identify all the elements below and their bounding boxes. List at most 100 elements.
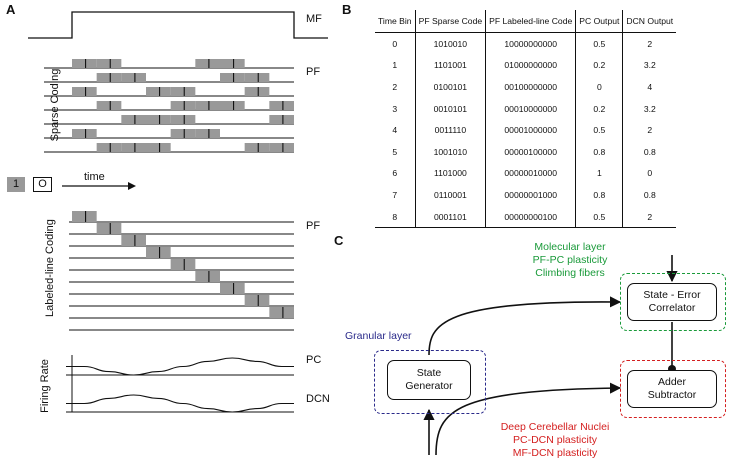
- table-cell: 0.5: [575, 205, 623, 229]
- sparse-active-bin: [72, 129, 97, 138]
- table-cell: 00000100000: [485, 140, 576, 163]
- sparse-active-bin: [170, 87, 196, 96]
- table-cell: 1: [392, 60, 398, 71]
- labeled-active-bin: [121, 235, 146, 246]
- generator-line-2: Generator: [405, 380, 453, 392]
- legend-one: 1: [7, 177, 25, 192]
- panel-c-letter: C: [334, 233, 344, 248]
- adder-subtractor-box: Adder Subtractor: [627, 370, 717, 408]
- sparse-pf-label: PF: [306, 66, 321, 78]
- table-cell: 2: [622, 205, 677, 229]
- legend-zero: O: [33, 177, 52, 192]
- table-cell: 0: [622, 162, 677, 185]
- table-cell: 01000000000: [485, 54, 576, 77]
- labeled-active-bin: [195, 271, 220, 282]
- sparse-active-bin: [96, 143, 122, 152]
- table-cell: 1001010: [414, 140, 486, 163]
- sparse-active-bin: [269, 115, 294, 124]
- sparse-active-bin: [269, 143, 294, 152]
- table-cell: 1101001: [414, 54, 486, 77]
- panel-b-letter: B: [342, 2, 352, 17]
- pc-label: PC: [306, 354, 322, 366]
- table-cell: 0.2: [575, 97, 623, 120]
- sparse-active-bin: [170, 101, 196, 110]
- panel-a-letter: A: [6, 2, 16, 17]
- table-cell: 0100101: [414, 76, 486, 98]
- molecular-layer-region: [620, 273, 726, 331]
- deep-nuclei-text: Deep Cerebellar Nuclei PC-DCN plasticity…: [470, 421, 640, 460]
- sparse-active-bin: [96, 73, 122, 82]
- table-header-row: Time Bin PF Sparse Code PF Labeled-line …: [375, 10, 677, 33]
- labeled-active-bin: [146, 247, 171, 258]
- table-cell: 00100000000: [485, 76, 576, 98]
- sparse-active-bin: [72, 87, 97, 96]
- table-cell: 5: [392, 146, 398, 157]
- state-error-correlator-box: State - Error Correlator: [627, 283, 717, 321]
- table-cell: 0.8: [575, 184, 623, 206]
- sparse-active-bin: [146, 115, 171, 124]
- sparse-active-bin: [244, 73, 270, 82]
- sparse-active-bin: [170, 129, 196, 138]
- dcn-trace: [66, 394, 294, 413]
- col-pf-labeled: PF Labeled-line Code: [485, 10, 576, 33]
- table-cell: 0.5: [575, 32, 623, 55]
- panel-a: A MF PF Sparse Coding 1 O time PF Labele…: [0, 0, 330, 465]
- sparse-active-bin: [195, 129, 220, 138]
- molecular-layer-text: Molecular layer PF-PC plasticity Climbin…: [490, 241, 650, 280]
- deep-line-1: Deep Cerebellar Nuclei: [500, 421, 610, 433]
- table-cell: 0011110: [414, 119, 486, 141]
- sparse-active-bin: [146, 143, 171, 152]
- sparse-active-bin: [121, 143, 146, 152]
- state-generator-box: State Generator: [387, 360, 471, 400]
- labeled-active-bin: [170, 259, 196, 270]
- labeled-pf-label: PF: [306, 220, 321, 232]
- col-pc-output: PC Output: [575, 10, 623, 33]
- table-cell: 1010010: [414, 32, 486, 55]
- table-cell: 0010101: [414, 97, 486, 120]
- sparse-active-bin: [96, 101, 122, 110]
- table-cell: 0: [392, 38, 398, 49]
- correlator-line-1: State - Error: [643, 289, 701, 301]
- sparse-active-bin: [72, 59, 97, 68]
- time-label: time: [84, 171, 105, 183]
- sparse-active-bin: [195, 59, 220, 68]
- labeled-active-bin: [269, 307, 294, 318]
- granular-layer-region: [374, 350, 486, 414]
- table-cell: 3.2: [622, 54, 677, 77]
- sparse-coding-label: Sparse Coding: [49, 68, 61, 142]
- table-cell: 1101000: [414, 162, 486, 185]
- sparse-active-bin: [96, 59, 122, 68]
- sparse-active-bin: [121, 73, 146, 82]
- sparse-active-bin: [220, 73, 245, 82]
- labeled-active-bin: [220, 283, 245, 294]
- panel-a-figure: [28, 11, 328, 413]
- table-cell: 0.8: [575, 140, 623, 163]
- table-cell: 0.8: [622, 140, 677, 163]
- col-pf-sparse: PF Sparse Code: [414, 10, 486, 33]
- sparse-active-bin: [121, 115, 146, 124]
- table-cell: 2: [622, 32, 677, 55]
- table-cell: 6: [392, 168, 398, 179]
- sparse-active-bin: [195, 101, 220, 110]
- table-cell: 0110001: [414, 184, 486, 206]
- deep-line-2: PC-DCN plasticity: [512, 434, 597, 446]
- col-dcn-output: DCN Output: [622, 10, 677, 33]
- table-cell: 4: [392, 125, 398, 136]
- coding-table: Time Bin PF Sparse Code PF Labeled-line …: [375, 10, 677, 229]
- labeled-line-coding-label: Labeled-line Coding: [44, 219, 56, 317]
- table-cell: 2: [622, 119, 677, 141]
- dcn-label: DCN: [306, 393, 330, 405]
- generator-line-1: State: [416, 367, 442, 379]
- table-cell: 3.2: [622, 97, 677, 120]
- table-cell: 1: [575, 162, 623, 185]
- table-cell: 8: [375, 205, 416, 229]
- firing-rate-label: Firing Rate: [39, 359, 51, 413]
- labeled-active-bin: [96, 223, 122, 234]
- sparse-active-bin: [170, 115, 196, 124]
